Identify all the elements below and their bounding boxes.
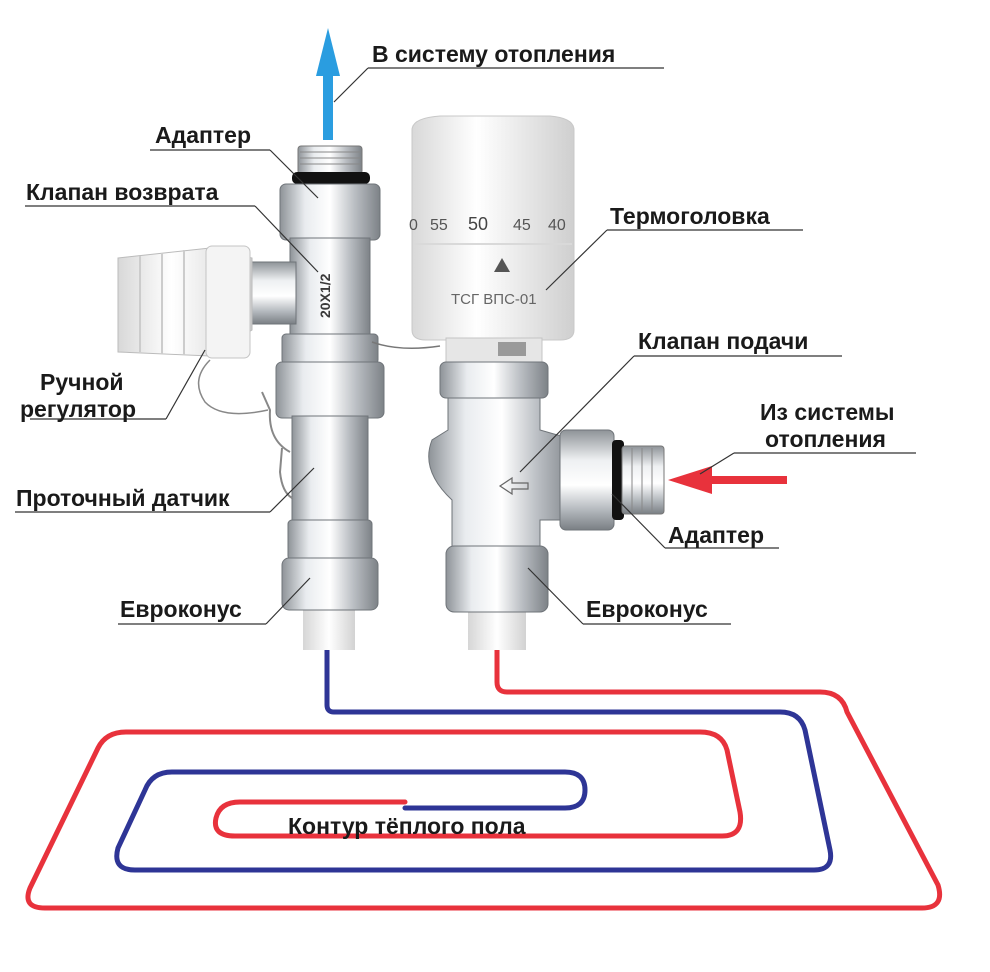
thermo-model: ТСГ ВПС-01	[451, 291, 537, 308]
label-from-line2: отопления	[765, 426, 886, 452]
label-thermo-head: Термоголовка	[610, 203, 770, 229]
label-adapter-right: Адаптер	[668, 522, 764, 548]
hot-supply-pipe	[25, 645, 943, 911]
label-manual-line2: регулятор	[20, 396, 136, 422]
flow-sensor-tube	[291, 415, 369, 523]
label-to-heating: В систему отопления	[372, 41, 615, 67]
label-return-valve: Клапан возврата	[26, 179, 219, 205]
left-eurocone-ring	[287, 519, 373, 561]
arrow-left-icon	[668, 466, 787, 494]
pointer-triangle-icon	[494, 258, 510, 272]
cold-return-pipe	[114, 645, 834, 873]
right-pipe-stub	[468, 610, 526, 650]
label-flow-sensor: Проточный датчик	[16, 485, 230, 511]
adapter-top-thread	[297, 145, 363, 175]
right-adapter-seal	[612, 440, 624, 520]
label-eurocone-left: Евроконус	[120, 596, 242, 622]
left-valve-assembly: 20X1/2	[117, 145, 441, 650]
scale-55: 55	[430, 217, 448, 234]
label-supply-valve: Клапан подачи	[638, 328, 808, 354]
supply-top-nut	[439, 361, 549, 399]
scale-0: 0	[409, 217, 418, 234]
left-eurocone-nut	[281, 557, 379, 611]
top-hex-nut	[279, 183, 381, 241]
label-circuit: Контур тёплого пола	[288, 813, 526, 839]
right-eurocone-nut	[445, 545, 549, 613]
leader-lines	[15, 67, 916, 625]
label-from-line1: Из системы	[760, 399, 895, 425]
valve-marking: 20X1/2	[317, 273, 333, 318]
left-pipe-stub	[303, 608, 355, 650]
adapter-top-seal	[292, 172, 370, 184]
scale-40: 40	[548, 217, 566, 234]
manual-regulator-cap	[117, 245, 253, 359]
right-adapter-nut	[559, 429, 615, 531]
label-adapter-top: Адаптер	[155, 122, 251, 148]
right-valve-assembly: 0 55 50 45 40 ТСГ ВПС-01	[409, 115, 665, 650]
scale-45: 45	[513, 217, 531, 234]
floor-heating-circuit	[25, 645, 943, 911]
arrow-up-icon	[316, 28, 340, 140]
supply-valve-body	[428, 397, 576, 549]
label-eurocone-right: Евроконус	[586, 596, 708, 622]
label-manual-line1: Ручной	[40, 369, 124, 395]
right-adapter-thread	[621, 445, 665, 515]
return-valve-body	[289, 237, 371, 335]
scale-50: 50	[468, 214, 488, 234]
arrow-left-outline-icon	[498, 476, 529, 496]
thermo-head: 0 55 50 45 40 ТСГ ВПС-01	[409, 115, 575, 363]
middle-hex-nut	[281, 333, 379, 365]
labels: В систему отопления Адаптер Клапан возвр…	[16, 41, 895, 839]
union-nut	[275, 361, 385, 419]
sensor-wire	[261, 391, 293, 499]
